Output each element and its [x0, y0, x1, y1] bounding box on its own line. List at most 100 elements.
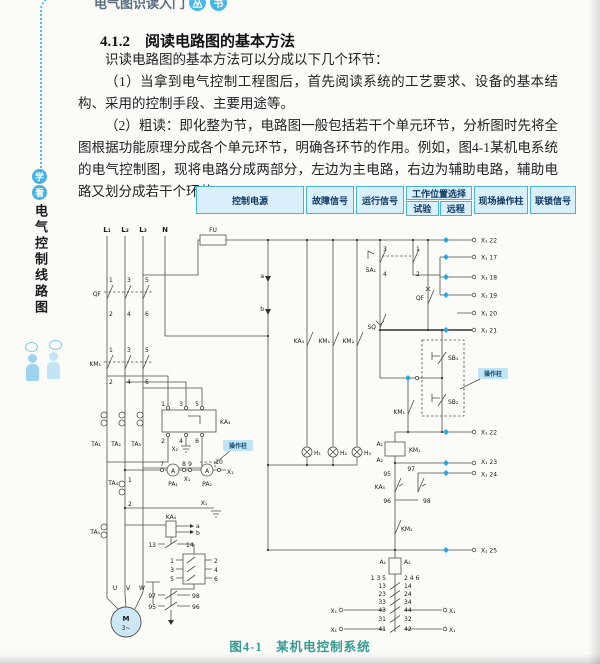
term-num: 4: [179, 438, 183, 445]
row-num: 14: [404, 583, 412, 590]
label-l1: L₁: [103, 226, 111, 234]
contact-num: 98: [423, 498, 431, 505]
wire-label-a: a: [196, 523, 200, 530]
ground-icon: [181, 445, 191, 453]
label-fu: FU: [209, 227, 217, 234]
contact-num: 97: [407, 466, 415, 473]
ground-icon: [211, 510, 221, 518]
term-num: 4: [383, 271, 387, 278]
row-num: 31: [378, 616, 386, 623]
contact-num: 96: [192, 604, 200, 611]
post-tag: [478, 368, 508, 379]
label-l3: L₃: [139, 226, 147, 234]
label-ta3: TA₃: [130, 441, 141, 448]
speech-bubble-icon: [25, 342, 38, 352]
term-num: 3: [383, 246, 387, 253]
book-title: 电气图识读入门: [94, 0, 186, 11]
row-num: 13: [378, 583, 386, 590]
legend-cell-run-signal: 运行信号: [356, 186, 404, 214]
running-header: 电气图识读入门 丛 书: [94, 0, 228, 12]
label-a1: A₁: [376, 441, 383, 448]
label-ka4-contact: KA₄: [294, 338, 305, 345]
term-num: 2: [161, 438, 165, 445]
terminal-label: X₁ 21: [481, 328, 497, 335]
terminal-label: X₁ 24: [481, 472, 497, 479]
page-edge-shadow: [588, 0, 600, 664]
aux-relay-coil: [388, 557, 402, 575]
terminal-label: X₁ 17: [481, 255, 497, 262]
terminal-label: X₁ 25: [481, 548, 497, 555]
pole-num: 2: [109, 379, 113, 386]
label-x1: X₁: [184, 476, 191, 483]
section-heading: 4.1.2 阅读电路图的基本方法: [100, 34, 296, 50]
circuit-figure: L₁ L₂ L₃ N FU QF 1 3 5 2 4 6 KM₁ 1 3 5 2…: [89, 226, 508, 638]
label-l2: L₂: [121, 226, 129, 234]
legend-sub-test: 试验: [406, 201, 439, 216]
term-num: 9: [188, 461, 192, 468]
label-qf: QF: [93, 291, 102, 298]
term-num: 1: [416, 246, 420, 253]
pole-num: 5: [145, 347, 149, 354]
label-x1: X₁: [227, 469, 234, 476]
term-num: 3: [179, 401, 183, 408]
motor-symbol: [110, 606, 142, 638]
row-num: 23: [378, 591, 386, 598]
people-icon: [23, 340, 71, 398]
term-num: 10: [215, 459, 223, 466]
label-km1-seal: KM₁: [393, 409, 405, 416]
sidebar-badge-2: 看: [32, 185, 47, 200]
label-x2: X₂: [171, 446, 178, 453]
term-num: 1: [128, 477, 132, 484]
row-num: 24: [404, 591, 412, 598]
post-dashed-box: [421, 339, 465, 417]
legend-cell-position-title: 工作位置选择: [406, 186, 472, 200]
legend-cell-fault-signal: 故障信号: [306, 186, 354, 214]
term-num: 5: [195, 401, 199, 408]
label-pa1: PA₁: [168, 481, 178, 488]
paragraph-2: （1）当拿到电气控制工程图后，首先阅读系统的工艺要求、设备的基本结构、采用的控制…: [78, 74, 558, 111]
sidebar-vertical-title: 电气控制线路图: [33, 204, 48, 316]
row-num: 43: [378, 607, 386, 614]
label-x1: X₁: [330, 627, 337, 634]
terminal-label: X₁ 23: [481, 459, 497, 466]
contact-num: 95: [383, 471, 391, 478]
wire-label-a: a: [260, 273, 264, 280]
speech-bubble-icon: [49, 340, 62, 350]
main-circuit: L₁ L₂ L₃ N FU QF 1 3 5 2 4 6 KM₁ 1 3 5 2…: [89, 226, 268, 638]
terminal-label: X₁ 20: [481, 311, 497, 318]
label-a2: A₂: [404, 559, 411, 566]
ammeter-letter: A: [205, 468, 210, 475]
post-tag-label: 操作柱: [229, 442, 247, 450]
row-num: 42: [404, 626, 412, 633]
series-badge-1: 丛: [189, 0, 207, 11]
term-num: 3: [170, 567, 174, 574]
diagram-legend-table: 控制电源 故障信号 运行信号 工作位置选择 试验 远程 现场操作柱 联锁信号: [196, 186, 576, 216]
label-n: N: [162, 226, 168, 234]
motor-phase: 3~: [122, 625, 131, 632]
label-v: V: [126, 585, 131, 592]
legend-cell-position-select: 工作位置选择 试验 远程: [406, 186, 472, 216]
contact-num: 96: [383, 498, 391, 505]
term-num: 1: [161, 401, 165, 408]
contact-block: [182, 553, 206, 585]
pole-num: 3: [127, 347, 131, 354]
label-ta2: TA₂: [110, 441, 121, 448]
wire-label-b: b: [260, 306, 264, 313]
pole-num: 1: [109, 277, 113, 284]
term-num: 2: [128, 501, 132, 508]
row-num: 32: [404, 616, 412, 623]
label-sa1: SA₁: [366, 267, 377, 274]
contact-num: 98: [192, 593, 200, 600]
motor-letter: M: [123, 615, 130, 623]
legend-cell-interlock-signal: 联锁信号: [530, 186, 576, 214]
person-icon: [26, 354, 39, 381]
person-icon: [47, 352, 60, 379]
paragraph-3: （2）粗读：即化整为节，电路图一般包括若干个单元环节，分析图时先将全图根据功能原…: [78, 118, 558, 199]
pole-num: 4: [127, 379, 131, 386]
pole-num: 5: [145, 277, 149, 284]
term-num: 2: [214, 558, 218, 565]
label-a2: A₂: [376, 457, 383, 464]
label-x1: X₁: [449, 627, 456, 634]
figure-caption: 图4-1 某机电控制系统: [229, 640, 371, 654]
label-km1-coil: KM₁: [409, 447, 421, 454]
